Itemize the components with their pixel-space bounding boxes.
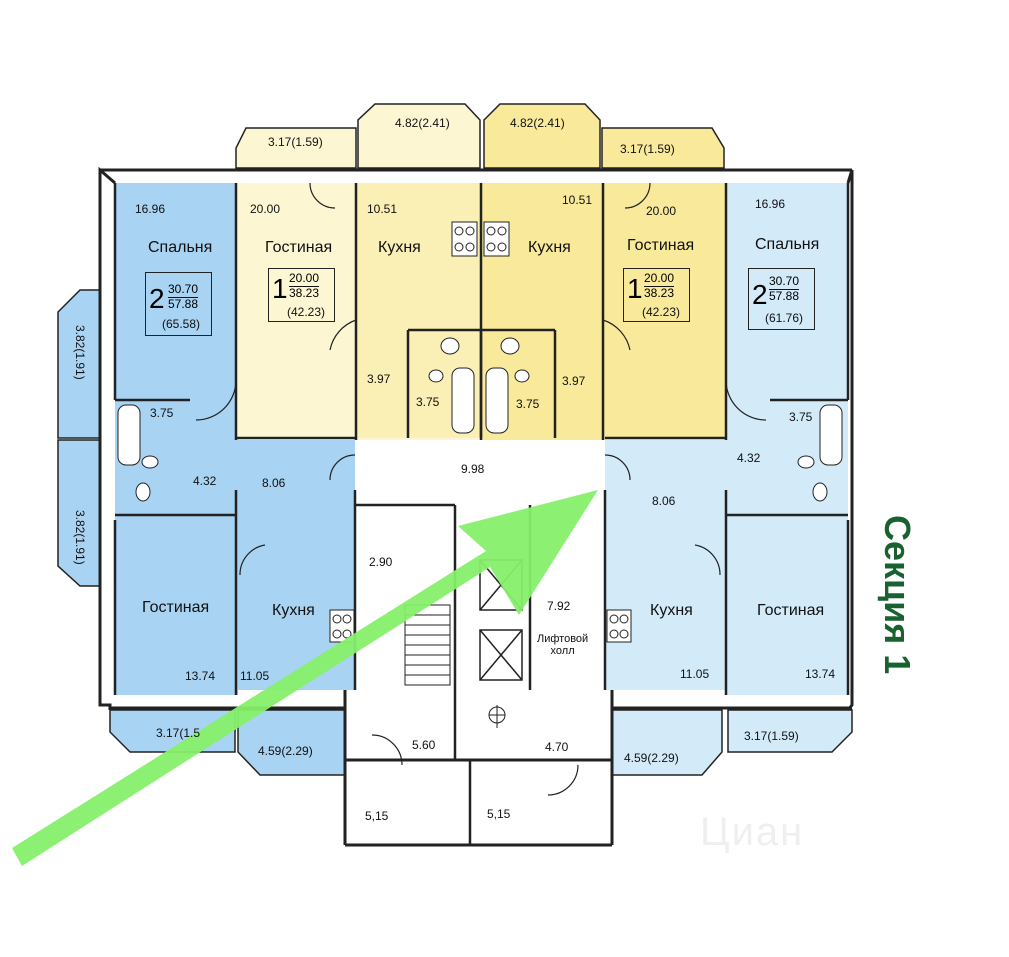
left-2room-kitchen-area: 11.05 xyxy=(240,669,270,683)
balcony-label-top-left-outer: 3.17(1.59) xyxy=(268,135,323,149)
right-2room-kitchen-area: 11.05 xyxy=(680,667,710,681)
left-2room-total-area: 57.88 xyxy=(168,296,199,311)
stove-icons xyxy=(329,221,632,643)
right-1room-fraction: 20.00 38.23 xyxy=(644,271,675,301)
lift-hall-area: 7.92 xyxy=(547,599,571,613)
right-1room-bath-area: 3.75 xyxy=(516,397,540,411)
right-1room-living-area: 20.00 xyxy=(646,204,677,218)
left-1room-living-sum: 20.00 xyxy=(289,271,320,285)
right-2room-rooms-count: 2 xyxy=(752,279,768,310)
left-2room-bath-area: 3.75 xyxy=(150,406,174,420)
left-2room-with-balcony: (65.58) xyxy=(162,317,201,331)
balcony-label-bottom-left-outer: 3.17(1.5 xyxy=(156,726,201,740)
left-2room-rooms-count: 2 xyxy=(149,283,165,314)
left-2room-living-area: 13.74 xyxy=(185,669,216,683)
right-1room-kitchen-area: 10.51 xyxy=(562,193,593,207)
balcony-bottom-left-inner xyxy=(237,709,346,776)
lift-hall-name-line2: холл xyxy=(550,644,575,657)
left-1room-kitchen-area: 10.51 xyxy=(367,202,398,216)
balcony-top-right-inner xyxy=(483,103,601,169)
left-1room-hall-area: 3.97 xyxy=(367,372,391,386)
left-2room-hall-area: 4.32 xyxy=(193,474,217,488)
porch-left-area: 5,15 xyxy=(365,809,389,823)
balcony-label-bottom-left-inner: 4.59(2.29) xyxy=(258,744,313,758)
outer-walls xyxy=(98,166,854,847)
right-2room-hall-area: 4.32 xyxy=(737,451,761,465)
right-2room-bedroom-area: 16.96 xyxy=(755,197,786,211)
left-1room-total-area: 38.23 xyxy=(289,285,320,300)
right-1room-with-balcony: (42.23) xyxy=(642,305,681,319)
balcony-bottom-right-outer xyxy=(727,709,853,753)
left-2room-bedroom-area: 16.96 xyxy=(135,202,166,216)
door-swings xyxy=(195,182,767,796)
right-1room-total-area: 38.23 xyxy=(644,285,675,300)
section-title: Секция 1 xyxy=(877,515,918,675)
bathroom-fixtures xyxy=(117,337,843,728)
right-2room-living-area: 30.70 xyxy=(769,274,800,288)
left-2room-bedroom-name: Спальня xyxy=(148,239,213,256)
lift-hall-name-line1: Лифтовой xyxy=(537,633,589,645)
right-1room-summary-box: 1 20.00 38.23 (42.23) xyxy=(623,268,690,322)
left-1room-living-area: 20.00 xyxy=(250,202,281,216)
right-2room-living-area: 13.74 xyxy=(805,667,836,681)
stair-area: 2.90 xyxy=(369,555,393,569)
common-corridor-fill xyxy=(355,440,605,490)
room-470-area: 4.70 xyxy=(545,740,569,754)
balcony-top-left-outer xyxy=(235,127,357,169)
right-1room-rooms-count: 1 xyxy=(627,273,643,304)
balcony-label-top-right-outer: 3.17(1.59) xyxy=(620,142,675,156)
left-1room-kitchen-name: Кухня xyxy=(378,239,421,256)
balcony-label-top-right-inner: 4.82(2.41) xyxy=(510,116,565,130)
right-2room-bedroom-name: Спальня xyxy=(755,236,820,253)
right-2room-fraction: 30.70 57.88 xyxy=(769,274,800,304)
direction-arrow xyxy=(12,490,598,866)
right-2room-total-area: 57.88 xyxy=(769,288,800,303)
left-2room-fraction: 30.70 57.88 xyxy=(168,282,199,312)
porch-right-area: 5,15 xyxy=(487,807,511,821)
left-1room-summary-box: 1 20.00 38.23 (42.23) xyxy=(268,268,335,322)
left-1room-rooms-count: 1 xyxy=(272,273,288,304)
left-2room-living-name: Гостиная xyxy=(142,599,210,616)
vestibule-area: 5.60 xyxy=(412,738,436,752)
right-1room-living-sum: 20.00 xyxy=(644,271,675,285)
right-1room-living-name: Гостиная xyxy=(627,237,695,254)
left-2room-corridor-area: 8.06 xyxy=(262,476,286,490)
lift-hall-name: Лифтовой холл xyxy=(537,633,589,657)
right-1room-hall-area: 3.97 xyxy=(562,374,586,388)
common-corridor-area: 9.98 xyxy=(461,462,485,476)
left-1room-living-name: Гостиная xyxy=(265,239,333,256)
right-2room-summary-box: 2 30.70 57.88 (61.76) xyxy=(748,268,815,330)
left-2room-summary-box: 2 30.70 57.88 (65.58) xyxy=(145,272,212,336)
balcony-label-top-left-inner: 4.82(2.41) xyxy=(395,116,450,130)
left-1room-with-balcony: (42.23) xyxy=(287,305,326,319)
right-1room-kitchen-name: Кухня xyxy=(528,239,571,256)
left-2room-kitchen-name: Кухня xyxy=(272,602,315,619)
left-1room-fraction: 20.00 38.23 xyxy=(289,271,320,301)
balcony-top-left-inner xyxy=(357,103,481,169)
balcony-label-bottom-right-outer: 3.17(1.59) xyxy=(744,729,799,743)
watermark: Циан xyxy=(700,810,805,854)
stairs xyxy=(404,604,451,686)
right-2room-kitchen-name: Кухня xyxy=(650,602,693,619)
balcony-label-left-upper: 3.82(1.91) xyxy=(73,325,87,380)
balcony-label-bottom-right-inner: 4.59(2.29) xyxy=(624,751,679,765)
balcony-bottom-right-inner xyxy=(611,709,723,776)
right-2room-living-name: Гостиная xyxy=(757,602,825,619)
balcony-top-right-outer xyxy=(601,127,725,169)
right-2room-bath-area: 3.75 xyxy=(789,410,813,424)
right-2room-with-balcony: (61.76) xyxy=(765,311,804,325)
right-2room-corridor-area: 8.06 xyxy=(652,494,676,508)
balcony-label-left-lower: 3.82(1.91) xyxy=(73,510,87,565)
left-2room-living-area: 30.70 xyxy=(168,282,199,296)
left-1room-bath-area: 3.75 xyxy=(416,395,440,409)
